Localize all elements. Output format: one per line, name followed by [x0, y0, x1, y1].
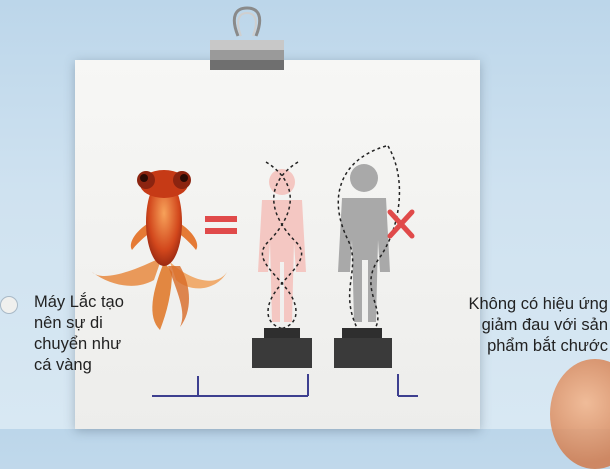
red-x-icon: [390, 212, 412, 236]
equals-icon: [203, 214, 239, 236]
bullet-marker: [0, 296, 18, 314]
binder-clip-icon: [208, 6, 286, 72]
caption-goldfish-movement: Máy Lắc tạo nên sự di chuyển như cá vàng: [34, 292, 164, 376]
baseline-bracket: [148, 368, 418, 400]
person-pink-icon: [248, 152, 316, 374]
decorative-orange-shape: [550, 359, 610, 469]
caption-imitation-no-effect: Không có hiệu ứng giảm đau với sản phẩm …: [408, 294, 608, 357]
